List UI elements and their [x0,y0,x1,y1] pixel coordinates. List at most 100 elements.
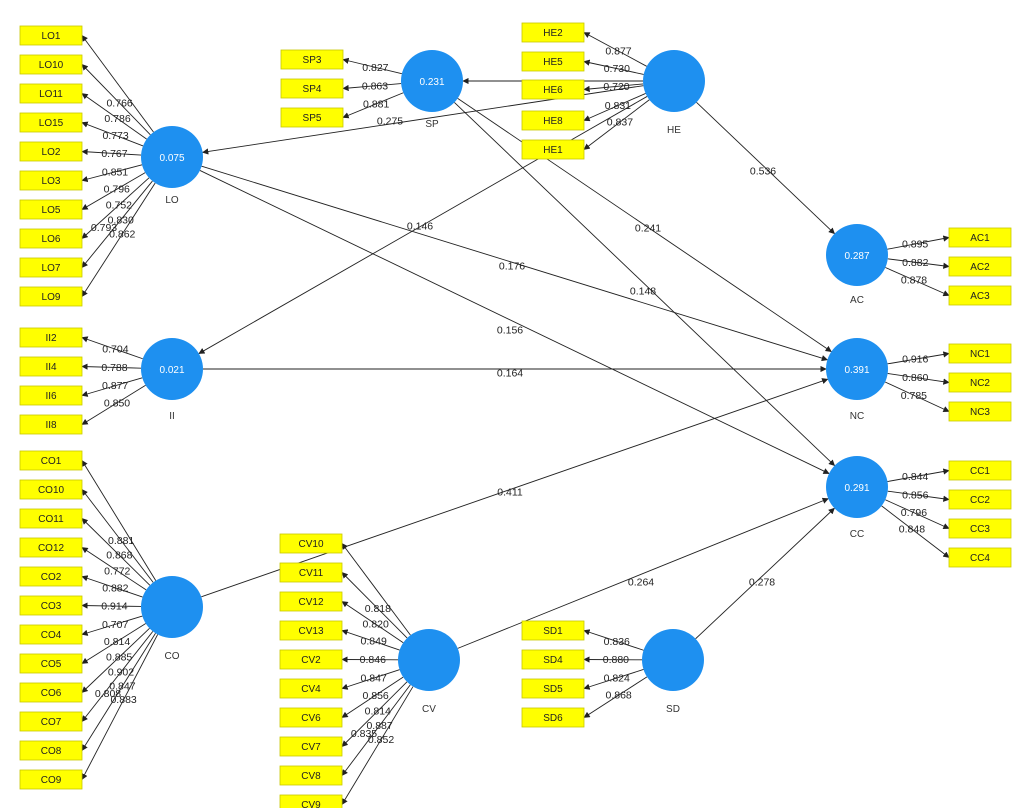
loading-arrow [342,92,404,119]
indicator-label: CV2 [301,655,321,666]
indicator-box [948,460,1012,481]
indicator-box [279,794,343,808]
loading-arrow [341,601,404,644]
loading-value: 0.877 [605,46,631,58]
indicator-label: CO1 [41,456,62,467]
indicator-box [521,649,585,670]
indicator-box [280,107,344,128]
indicator-label: CV7 [301,742,321,753]
r-squared-value: 0.287 [844,251,869,262]
loading-value: 0.895 [902,238,928,250]
latent-name: II [169,411,175,422]
latent-sd: SD [642,629,704,715]
indicator-box [19,25,83,46]
loading-value: 0.878 [901,275,927,287]
indicator-box [19,508,83,529]
indicator-label: CO2 [41,572,62,583]
loading-value: 0.887 [366,720,392,732]
loading-value: 0.883 [110,694,136,706]
indicator-lo6: LO6 [19,228,83,249]
path-coefficient: 0.536 [750,166,776,178]
loading-value: 0.827 [362,62,388,74]
loading-arrow [81,177,150,239]
path-sp-nc [457,98,832,352]
loading-value: 0.818 [365,603,391,615]
loading-arrow [81,575,143,598]
indicator-label: CC2 [970,495,990,506]
indicator-cv9: CV9 [279,794,343,808]
path-coefficient: 0.241 [635,223,661,235]
indicator-label: HE1 [543,145,563,156]
indicator-box [948,285,1012,306]
indicator-box [948,489,1012,510]
indicator-label: LO3 [42,176,61,187]
indicator-co2: CO2 [19,566,83,587]
loading-value: 0.846 [360,654,386,666]
loading-arrow [81,164,143,183]
indicator-cv10: CV10 [279,533,343,554]
indicator-co7: CO7 [19,711,83,732]
loading-arrow [583,93,646,122]
loading-value: 0.885 [106,652,132,664]
loading-value: 0.796 [901,507,927,519]
indicator-label: SD1 [543,626,563,637]
indicator-ii6: II6 [19,385,83,406]
indicator-label: CO4 [41,630,62,641]
indicator-label: CV12 [298,597,323,608]
indicator-label: CO11 [38,514,64,525]
indicator-label: NC3 [970,407,990,418]
indicator-box [521,139,585,160]
indicator-cv4: CV4 [279,678,343,699]
loading-arrow [81,633,156,752]
indicator-label: NC1 [970,349,990,360]
loading-value: 0.788 [101,362,127,374]
indicator-lo2: LO2 [19,141,83,162]
indicator-co10: CO10 [19,479,83,500]
indicator-box [19,769,83,790]
path-coefficient: 0.264 [628,577,654,589]
latent-circle [642,629,704,691]
indicator-ac2: AC2 [948,256,1012,277]
indicator-ii4: II4 [19,356,83,377]
indicator-co9: CO9 [19,769,83,790]
loading-arrow [885,267,950,297]
indicator-lo9: LO9 [19,286,83,307]
loading-arrow [884,381,950,412]
indicator-nc3: NC3 [948,401,1012,422]
indicator-lo3: LO3 [19,170,83,191]
indicator-box [279,649,343,670]
indicator-label: CO8 [41,746,62,757]
indicator-sd4: SD4 [521,649,585,670]
indicator-box [521,707,585,728]
indicator-box [19,711,83,732]
path-coefficient: 0.156 [497,325,523,337]
loading-arrow [341,681,408,747]
indicator-box [19,624,83,645]
loading-arrow [81,64,151,136]
latent-name: CO [165,651,180,662]
loading-value: 0.767 [101,148,127,160]
indicator-label: CV13 [298,626,323,637]
loading-value: 0.785 [901,390,927,402]
indicator-label: CV8 [301,771,321,782]
loading-arrow [342,83,402,92]
latent-circle [826,456,888,518]
indicator-nc1: NC1 [948,343,1012,364]
loading-value: 0.863 [362,80,388,92]
loading-arrow [342,57,402,75]
indicator-label: LO2 [42,147,61,158]
indicator-box [521,51,585,72]
loading-arrow [583,59,644,75]
loading-arrow [81,182,156,298]
indicator-box [19,141,83,162]
loading-arrow [887,235,950,250]
indicator-box [948,343,1012,364]
indicator-co1: CO1 [19,450,83,471]
indicator-box [19,83,83,104]
indicator-box [948,547,1012,568]
indicator-box [19,740,83,761]
loading-arrow [341,572,408,639]
loading-value: 0.914 [101,601,127,613]
